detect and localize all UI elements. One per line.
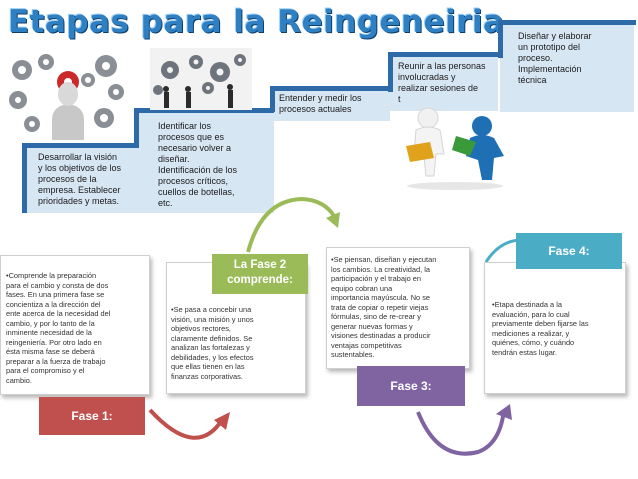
step-top-line-5: [498, 20, 636, 25]
phase-card-4: [484, 262, 626, 394]
step-box-4: [390, 56, 498, 111]
arrow-fase3: [496, 404, 512, 420]
step-box-5: [500, 24, 634, 112]
phase-card-3: [326, 247, 470, 369]
step-top-line-4: [388, 52, 500, 57]
step-line-2: [134, 108, 139, 148]
arc-fase3: [416, 409, 506, 456]
gears-people-photo-icon: [150, 48, 252, 110]
step-box-3: [274, 86, 390, 121]
phase-label-4: Fase 4:: [516, 233, 622, 269]
arc-fase2: [246, 196, 336, 253]
step-top-line-3: [270, 86, 390, 91]
step-line-5: [498, 20, 503, 58]
phase-card-1: [0, 255, 150, 395]
page-title: Etapas para la Reingeneiria: [8, 4, 505, 40]
step-top-line-1: [22, 143, 134, 148]
gears-head-photo-icon: [8, 52, 126, 140]
step-box-2: [134, 108, 274, 213]
step-line-3: [270, 86, 275, 112]
puzzle-people-photo-icon: [400, 96, 510, 192]
step-top-line-2: [134, 108, 274, 113]
step-line-1: [22, 143, 27, 213]
arrow-fase1: [214, 412, 230, 430]
phase-label-1: Fase 1:: [39, 397, 145, 435]
arrow-fase2: [326, 212, 340, 228]
arc-fase1: [148, 408, 224, 440]
phase-label-3: Fase 3:: [357, 366, 465, 406]
step-line-4: [388, 52, 393, 92]
step-box-1: [22, 143, 134, 213]
